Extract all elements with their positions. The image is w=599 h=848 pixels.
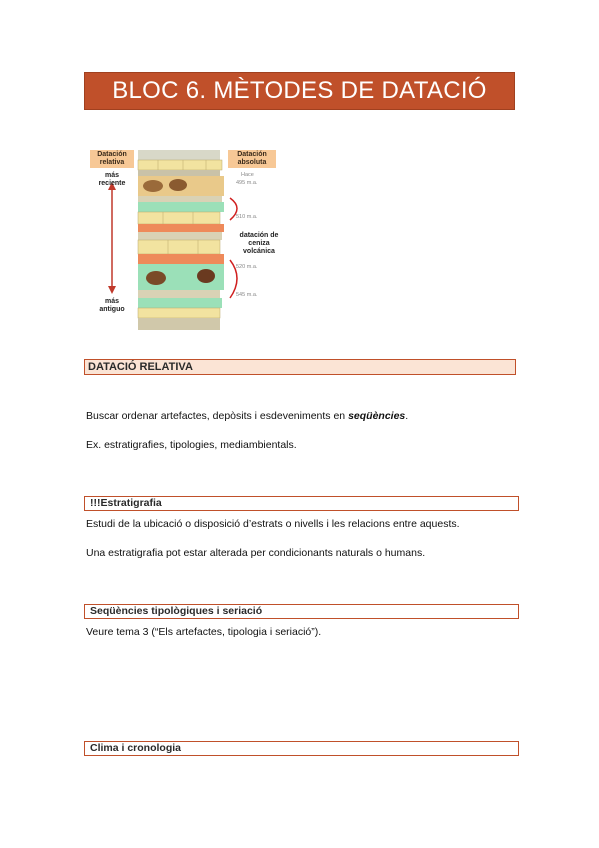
estratigrafia-paragraph-2: Una estratigrafia pot estar alterada per… (86, 547, 426, 559)
page-title: BLOC 6. MÈTODES DE DATACIÓ (112, 77, 487, 104)
section-heading-relativa: DATACIÓ RELATIVA (84, 359, 516, 375)
age-label-2: 510 m.a. (236, 214, 258, 220)
relativa-p1-end: . (405, 410, 409, 422)
sequencies-paragraph-1: Veure tema 3 (“Els artefactes, tipologia… (86, 626, 322, 638)
hace-label: Hace (241, 172, 254, 178)
relativa-paragraph-1: Buscar ordenar artefactes, depòsits i es… (86, 410, 408, 422)
stratigraphy-figure: Datación relativa Datación absoluta más … (88, 150, 280, 330)
bottom-old-label: más antiguo (99, 298, 125, 313)
relativa-paragraph-2: Ex. estratigrafies, tipologies, mediambi… (86, 439, 297, 451)
age-label-3: 520 m.a. (236, 264, 258, 270)
estratigrafia-paragraph-1: Estudi de la ubicació o disposició d’est… (86, 518, 460, 530)
top-recent-label: más reciente (98, 172, 126, 187)
relative-dating-label: Datación relativa (90, 150, 134, 168)
age-label-1: 495 m.a. (236, 180, 258, 186)
absolute-dating-label: Datación absoluta (228, 150, 276, 168)
volcanic-ash-label: datación de ceniza volcánica (239, 232, 279, 255)
page-title-banner: BLOC 6. MÈTODES DE DATACIÓ (84, 72, 515, 110)
subsection-heading-estratigrafia: !!!Estratigrafia (84, 496, 519, 511)
relativa-p1-text: Buscar ordenar artefactes, depòsits i es… (86, 410, 349, 422)
relativa-p1-emphasis: seqüències (348, 410, 406, 422)
subsection-heading-clima: Clima i cronologia (84, 741, 519, 756)
subsection-heading-sequencies: Seqüències tipològiques i seriació (84, 604, 519, 619)
strata-diagram (108, 150, 238, 330)
age-label-4: 545 m.a. (236, 292, 258, 298)
